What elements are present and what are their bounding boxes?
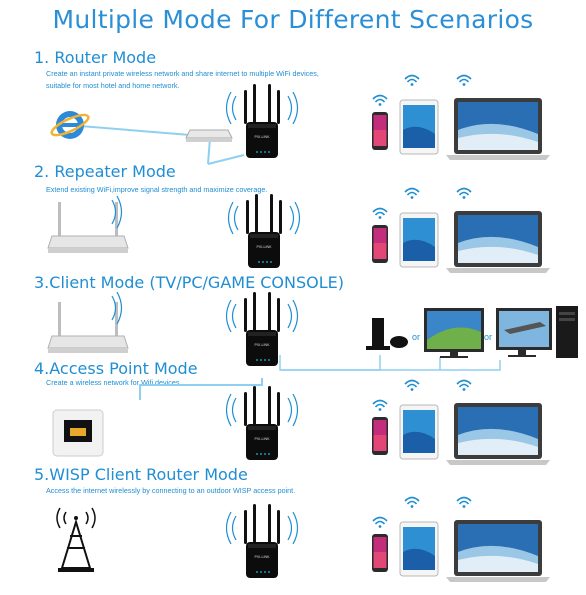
or-label-1: or [412,332,420,342]
or-label-2: or [484,332,492,342]
game-console-icon [366,318,408,350]
router-mode-row [50,76,550,165]
ethernet-port-icon [52,409,104,457]
router-icon [47,201,129,254]
extender-device [227,194,301,268]
desktop-pc-icon [496,306,578,358]
access-point-mode-desc: Create a wireless network for Wifi devic… [46,378,180,387]
client-devices [372,381,550,466]
repeater-mode-desc: Extend existing WiFi,improve signal stre… [46,185,268,194]
client-devices [372,76,550,161]
wisp-mode-desc: Access the internet wirelessly by connec… [46,486,296,495]
repeater-mode-title: 2. Repeater Mode [34,162,176,181]
repeater-mode-row [47,189,550,274]
extender-device [225,292,299,366]
client-devices [372,498,550,583]
router-mode-desc-line2: suitable for most hotel and home network… [46,81,180,90]
wisp-mode-row [56,498,550,583]
client-mode-title: 3.Client Mode (TV/PC/GAME CONSOLE) [34,273,345,292]
tv-icon [424,308,484,358]
extender-device [225,84,299,158]
extender-device [225,504,299,578]
internet-explorer-icon [50,111,90,139]
wisp-mode-title: 5.WISP Client Router Mode [34,465,248,484]
client-devices [372,189,550,274]
router-mode-title: 1. Router Mode [34,48,157,67]
access-point-mode-title: 4.Access Point Mode [34,359,198,378]
page-title: Multiple Mode For Different Scenarios [52,5,534,34]
wisp-tower-icon [56,507,96,572]
client-mode-row: or or [47,291,578,371]
extender-device [225,386,299,460]
access-point-mode-row [52,378,550,466]
router-mode-desc-line1: Create an instant private wireless netwo… [46,69,319,78]
modem-icon [185,129,233,142]
